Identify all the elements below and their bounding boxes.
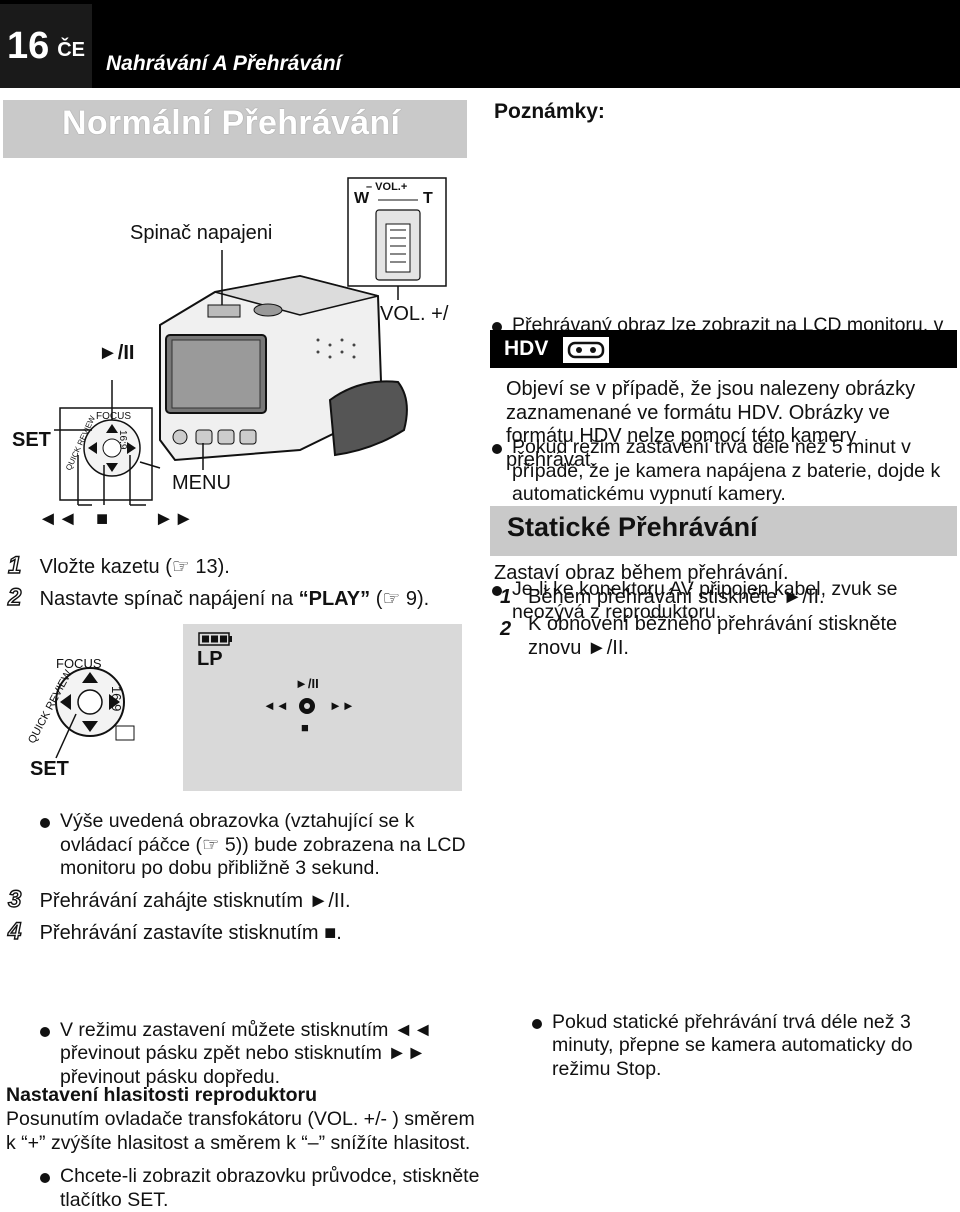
lcd-play-pause: ►/II: [295, 676, 319, 691]
power-switch-label: Spinač napajeni: [130, 222, 273, 244]
volume-text: Posunutím ovladače transfokátoru (VOL. +…: [6, 1108, 475, 1154]
header-bar: [0, 0, 960, 88]
volume-heading: Nastavení hlasitosti reproduktoru: [6, 1084, 317, 1106]
section-title: Nahrávání A Přehrávání: [106, 52, 342, 75]
ff-label: ►►: [154, 508, 194, 530]
joystick2-set-label: SET: [30, 758, 69, 780]
step-2-text-post: (☞ 9).: [370, 588, 430, 610]
lcd-stop: ■: [301, 720, 309, 735]
vol-top-label: – VOL.+: [366, 181, 408, 193]
step-2-text-pre: Nastavte spínač napájení na: [39, 588, 299, 610]
notes-item-3: Je-li ke konektoru AV připojen kabel, zv…: [490, 578, 960, 625]
notes-heading: Poznámky:: [494, 100, 605, 123]
lcd-rew: ◄◄: [263, 698, 289, 713]
page-number-box: 16 ČE: [0, 4, 92, 88]
step-2-text-bold: “PLAY”: [298, 588, 371, 610]
guide-screen-bullet: Chcete-li zobrazit obrazovku průvodce, s…: [38, 1165, 480, 1212]
rew-label: ◄◄: [38, 508, 78, 530]
hdv-text: Objeví se v případě, že jsou nalezeny ob…: [506, 378, 916, 471]
static-intro: Zastaví obraz během přehrávání.: [494, 562, 789, 584]
zoom-w-label: W: [354, 190, 370, 207]
rewind-ff-bullet: V režimu zastavení můžete stisknutím ◄◄ …: [38, 1019, 480, 1090]
joystick-icon: [299, 698, 315, 714]
page-title: Normální Přehrávání: [62, 104, 401, 142]
language-code: ČE: [57, 38, 86, 61]
zoom-t-label: T: [423, 190, 433, 207]
joystick2-ratio-label: 16:9: [109, 686, 124, 712]
static-step-2-text: K obnovení běžného přehrávání stiskněte …: [528, 613, 898, 659]
notes-item-2: Pokud režim zastavení trvá déle než 5 mi…: [490, 436, 960, 507]
static-step-1-text: Během přehrávání stiskněte ►/II.: [528, 586, 825, 608]
page-number: 16: [6, 24, 50, 67]
battery-icon: [198, 632, 232, 646]
menu-label: MENU: [172, 472, 231, 494]
focus-label: FOCUS: [96, 411, 131, 422]
lcd-note-bullet: Výše uvedená obrazovka (vztahující se k …: [38, 810, 480, 881]
joystick-illustration: [55, 667, 135, 759]
step-1: 1 Vložte kazetu (☞ 13).: [7, 552, 230, 579]
stop-label: ■: [96, 508, 109, 530]
static-bullet: Pokud statické přehrávání trvá déle než …: [530, 1011, 960, 1082]
static-step-1-number: 1: [500, 586, 512, 608]
step-3-number: 3: [7, 886, 22, 913]
lp-mode-indicator: LP: [197, 648, 223, 670]
step-1-text: Vložte kazetu (☞ 13).: [39, 556, 230, 578]
camera-diagram: [54, 177, 447, 506]
step-3-text: Přehrávání zahájte stisknutím ►/II.: [39, 890, 351, 912]
step-4-number: 4: [7, 918, 22, 945]
step-3: 3 Přehrávání zahájte stisknutím ►/II.: [7, 886, 351, 913]
step-4: 4 Přehrávání zastavíte stisknutím ■.: [7, 918, 342, 945]
static-title-band: [490, 506, 957, 556]
step-1-number: 1: [7, 552, 22, 579]
step-2-number: 2: [7, 584, 22, 611]
lcd-ff: ►►: [329, 698, 355, 713]
static-title: Statické Přehrávání: [507, 512, 758, 542]
step-2: 2 Nastavte spínač napájení na “PLAY” (☞ …: [7, 584, 430, 611]
step-4-text: Přehrávání zastavíte stisknutím ■.: [39, 922, 342, 944]
hdv-bar: [490, 330, 957, 368]
hdv-label: HDV: [504, 337, 549, 360]
ratio-label: 16:9: [117, 430, 128, 450]
static-step-2-number: 2: [500, 618, 512, 640]
play-pause-label: ►/II: [98, 342, 135, 364]
tape-icon: [562, 336, 610, 364]
vol-label: VOL. +/: [380, 303, 449, 325]
title-band: [3, 100, 467, 158]
set-label: SET: [12, 429, 51, 451]
lcd-screen-panel: LP ►/II ◄◄ ►► ■: [183, 624, 462, 791]
joystick2-focus-label: FOCUS: [56, 656, 102, 671]
